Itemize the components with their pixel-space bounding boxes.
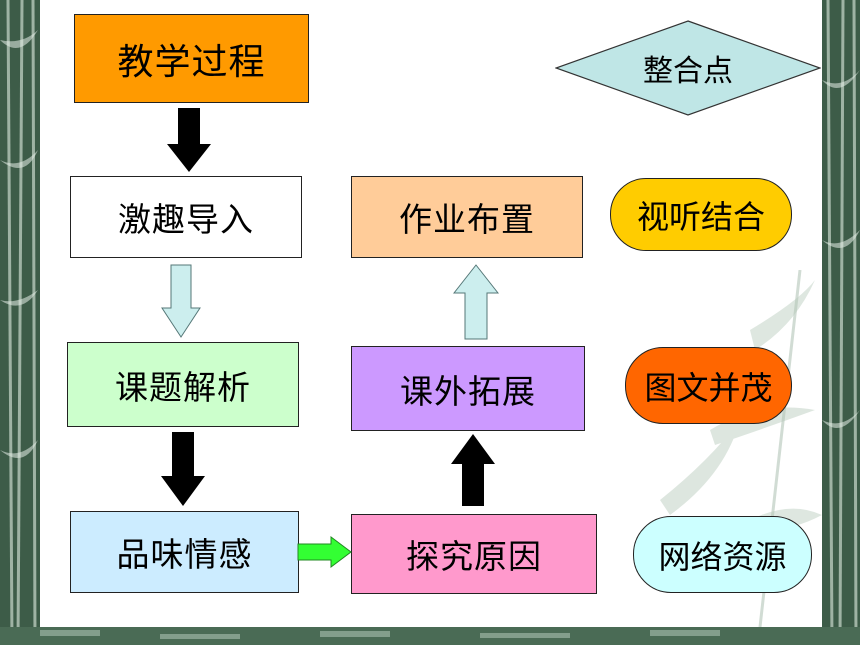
integration-header-diamond: 整合点 — [555, 20, 821, 116]
emotion-label: 品味情感 — [116, 535, 253, 574]
inquiry-label: 探究原因 — [406, 537, 542, 576]
extension-box: 课外拓展 — [351, 346, 585, 431]
analysis-box: 课题解析 — [67, 342, 299, 427]
arrow-right-emotion-to-inquiry — [297, 536, 352, 568]
web-resources-label: 网络资源 — [658, 537, 787, 576]
process-title-box: 教学过程 — [74, 14, 309, 103]
intro-label: 激趣导入 — [118, 200, 254, 239]
process-title: 教学过程 — [117, 41, 266, 83]
emotion-box: 品味情感 — [70, 511, 299, 593]
homework-label: 作业布置 — [399, 200, 535, 239]
arrow-down-intro-to-analysis — [161, 264, 201, 338]
analysis-label: 课题解析 — [115, 367, 251, 407]
audio-visual-label: 视听结合 — [636, 197, 765, 236]
arrow-up-inquiry-to-extension — [451, 434, 495, 506]
audio-visual-pill: 视听结合 — [610, 178, 792, 251]
extension-label: 课外拓展 — [400, 371, 536, 411]
arrow-up-extension-to-homework — [453, 264, 499, 340]
integration-header-label: 整合点 — [643, 54, 733, 89]
inquiry-box: 探究原因 — [351, 514, 597, 594]
image-text-pill: 图文并茂 — [625, 347, 792, 424]
web-resources-pill: 网络资源 — [633, 516, 812, 593]
arrow-down-process-to-intro — [167, 108, 211, 172]
arrow-down-analysis-to-emotion — [161, 432, 205, 506]
homework-box: 作业布置 — [351, 176, 583, 258]
image-text-label: 图文并茂 — [644, 368, 773, 407]
slide-canvas: 教学过程 激趣导入 课题解析 品味情感 探究原因 课外拓展 作业布置 — [40, 0, 822, 627]
intro-box: 激趣导入 — [70, 176, 302, 258]
